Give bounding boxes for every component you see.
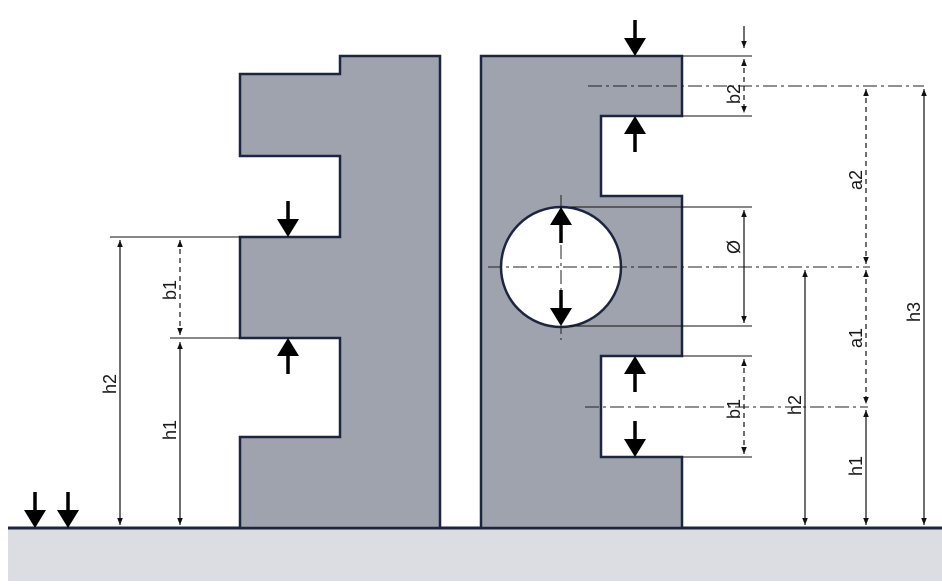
label-left-h1: h1	[160, 420, 180, 440]
left-bottom-clamp-arrow-icon	[277, 338, 299, 374]
label-right-b1: b1	[724, 399, 744, 419]
right-top-arrow-icon	[624, 20, 646, 56]
bore-up-arrow-icon	[550, 207, 572, 243]
label-left-b1: b1	[160, 280, 180, 300]
label-left-h2: h2	[100, 374, 120, 394]
label-right-h2: h2	[785, 395, 805, 415]
bore-down-arrow-icon	[550, 290, 572, 326]
label-right-b2: b2	[724, 84, 744, 104]
ground-base	[8, 528, 942, 581]
ground-arrow-1-icon	[24, 492, 46, 528]
dashed-dimension-lines	[177, 59, 869, 454]
dimension-labels: b1 h2 h1 b2 a2 Ø a1 b1 h2 h1 h3	[100, 84, 924, 476]
label-right-a1: a1	[846, 328, 866, 348]
right-lower-down-arrow-icon	[624, 421, 646, 457]
label-right-diameter: Ø	[724, 240, 744, 254]
extension-lines	[110, 55, 752, 458]
left-top-clamp-arrow-icon	[277, 201, 299, 237]
ground-arrow-2-icon	[57, 492, 79, 528]
left-part	[238, 54, 442, 530]
label-right-h3: h3	[904, 302, 924, 322]
right-lower-up-arrow-icon	[624, 356, 646, 392]
dimension-lines	[117, 89, 927, 525]
right-b2-arrow-icon	[624, 116, 646, 152]
label-right-a2: a2	[846, 170, 866, 190]
force-arrows	[24, 20, 646, 528]
label-right-h1: h1	[846, 456, 866, 476]
